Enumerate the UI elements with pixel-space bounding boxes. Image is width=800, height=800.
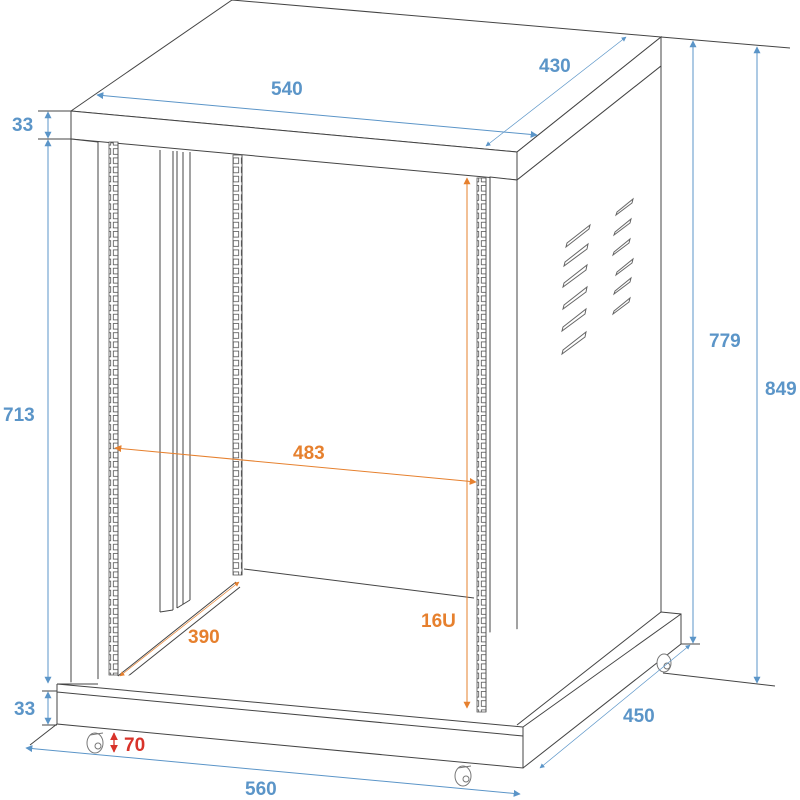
ventilation-slots [561, 197, 634, 356]
dim-total-height: 849 [765, 379, 797, 400]
dim-base-depth: 450 [623, 706, 655, 727]
dim-inner-height: 713 [3, 405, 35, 426]
cabinet-outline [29, 0, 776, 769]
inner-dimension-lines [114, 177, 477, 709]
dim-top-width: 540 [271, 79, 303, 100]
dim-top-depth: 430 [539, 56, 571, 77]
dim-base-width: 560 [245, 779, 277, 800]
dim-body-height: 779 [709, 331, 741, 352]
rack-rails [108, 141, 487, 713]
dim-rail-depth: 390 [188, 627, 220, 648]
dim-base-height: 33 [14, 699, 36, 720]
dim-castor-height: 70 [124, 735, 146, 756]
dim-rail-width: 483 [293, 443, 325, 464]
dim-rack-units: 16U [421, 611, 456, 632]
outer-dimension-lines [25, 36, 791, 797]
dim-top-frame-height: 33 [12, 115, 34, 136]
